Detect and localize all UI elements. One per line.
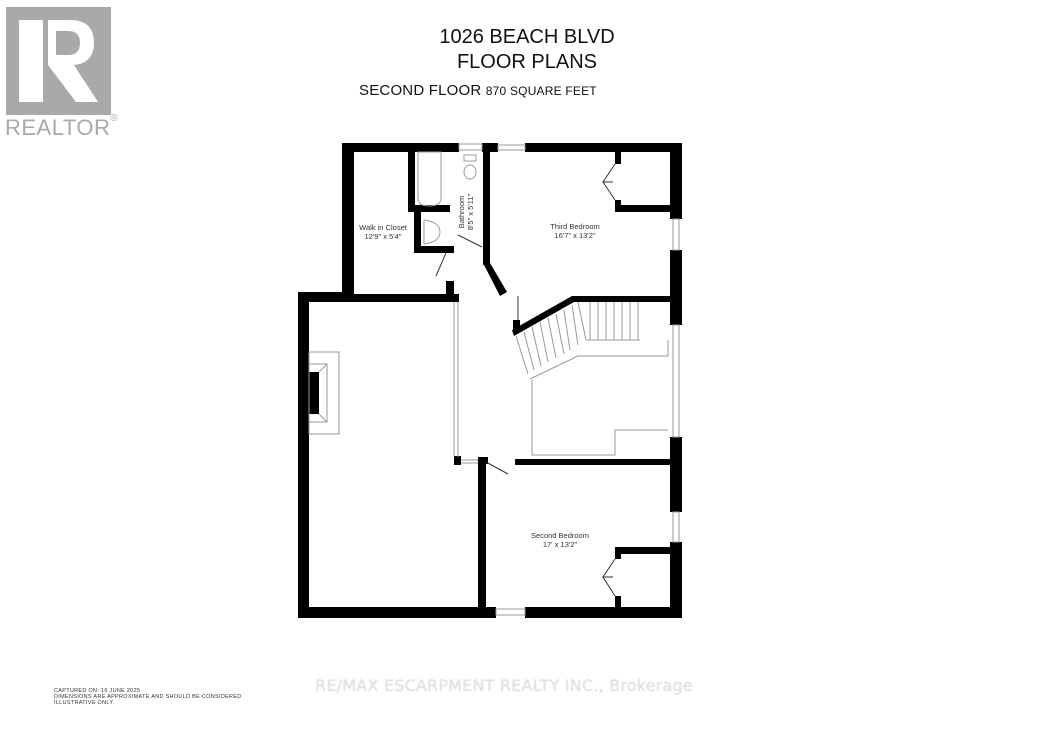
area-label: 870 SQUARE FEET <box>485 84 597 98</box>
wall-stair-jamb <box>513 320 520 332</box>
wall-hall-post <box>454 456 461 465</box>
bathtub-icon <box>417 151 442 207</box>
wall-second-bedroom-top <box>515 459 675 465</box>
doors <box>435 163 616 597</box>
window-bath-top <box>458 143 483 151</box>
room-dims-third-bedroom: 16'7" x 13'2" <box>554 231 595 240</box>
stair-tread <box>515 335 529 375</box>
wall-bottom-right <box>525 607 682 618</box>
stair-tread <box>563 309 571 351</box>
realtor-wordmark: REALTOR® <box>5 113 119 141</box>
brokerage-watermark: RE/MAX ESCARPMENT REALTY INC., Brokerage <box>315 676 693 695</box>
sink-icon <box>423 219 441 245</box>
wall-tub-left <box>408 152 415 207</box>
stair-tread <box>577 301 587 341</box>
wall-sink-left <box>414 212 421 252</box>
stair-tread <box>539 321 549 363</box>
wall-tub-bottom <box>408 205 450 212</box>
room-name-third-bedroom: Third Bedroom <box>550 222 600 231</box>
room-name-bathroom: Bathroom <box>457 196 466 229</box>
door-closet <box>435 252 447 277</box>
toilet-tank <box>463 154 477 162</box>
wall-living-top-left <box>298 292 354 302</box>
realtor-wordmark-text: REALTOR <box>5 115 111 140</box>
disclaimer-line-1: DIMENSIONS ARE APPROXIMATE AND SHOULD BE… <box>54 694 242 700</box>
room-dims-second-bedroom: 17' x 13'2" <box>543 540 578 549</box>
wall-closet2-top <box>615 547 675 554</box>
wall-right-lower <box>670 542 682 618</box>
wall-sink-bottom <box>414 246 454 253</box>
wall-closet-jamb-top <box>615 152 621 164</box>
wall-closet3-bottom <box>615 205 675 212</box>
captured-date: CAPTURED ON: 16 JUNE 2025 <box>54 688 141 694</box>
wall-closet-door-jamb <box>446 281 454 301</box>
stair-landing-edge <box>529 355 668 380</box>
fireplace-firebox <box>309 372 319 414</box>
room-name-walk-in-closet: Walk in Closet <box>359 223 408 232</box>
wall-closet2-jamb-bottom <box>615 596 621 608</box>
stair-tread <box>555 313 565 355</box>
stair-tread <box>523 331 535 371</box>
window-bedroom3-top <box>497 144 526 151</box>
disclaimer-line-2: ILLUSTRATIVE ONLY. <box>54 700 115 706</box>
exterior-walls <box>298 143 682 618</box>
wall-bottom-left <box>298 607 496 618</box>
floor-plans-title: FLOOR PLANS <box>456 51 598 73</box>
wall-right-middle <box>670 437 682 512</box>
fireplace-bevel-top <box>318 363 328 373</box>
stair-tread <box>547 317 557 359</box>
wall-third-bedroom-top <box>525 143 682 152</box>
wall-living-left <box>298 292 309 618</box>
door-bathroom <box>457 234 483 248</box>
floor-area-heading: SECOND FLOOR 870 SQUARE FEET <box>359 82 597 99</box>
wall-stair-top <box>512 296 672 336</box>
door-bedroom2 <box>485 461 509 475</box>
room-name-second-bedroom: Second Bedroom <box>531 531 589 540</box>
address-title: 1026 BEACH BLVD <box>439 26 615 48</box>
window-bedroom3-right <box>672 218 680 251</box>
fixtures <box>308 143 680 616</box>
window-bedroom2-bottom <box>495 608 526 616</box>
wall-third-bedroom-right-lower <box>670 250 682 325</box>
wall-third-bedroom-right-upper <box>670 143 682 219</box>
stair-tread <box>531 326 542 367</box>
registered-mark: ® <box>110 113 119 124</box>
window-bedroom2-right <box>672 511 680 543</box>
wall-closet-jamb-bottom <box>615 200 621 212</box>
wall-closet-left <box>342 143 354 301</box>
wall-second-bedroom-corner <box>478 457 488 464</box>
bathroom-label-group: Bathroom 8'5" x 5'11" <box>457 193 475 230</box>
window-stair-right <box>672 324 680 438</box>
room-dims-walk-in-closet: 12'9" x 5'4" <box>365 232 402 241</box>
staircase <box>515 301 640 375</box>
wall-bath-right <box>483 143 490 265</box>
interior-walls <box>309 143 675 618</box>
wall-closet-bottom <box>342 294 459 302</box>
toilet-icon <box>463 164 477 180</box>
fireplace-surround <box>308 363 328 423</box>
bifold-door-closet3 <box>602 163 616 201</box>
room-dims-bathroom: 8'5" x 5'11" <box>466 193 475 230</box>
wall-bath-angle <box>483 263 507 296</box>
wall-closet2-jamb-top <box>615 547 621 559</box>
wall-closet-top <box>342 143 459 152</box>
bifold-door-closet2 <box>602 558 616 597</box>
capture-disclaimer: CAPTURED ON: 16 JUNE 2025 DIMENSIONS ARE… <box>54 688 242 706</box>
stair-tread <box>571 304 579 346</box>
realtor-logo-icon <box>6 7 111 115</box>
wall-second-bedroom-left <box>478 457 486 618</box>
floor-label: SECOND FLOOR <box>359 82 482 99</box>
stair-railing <box>531 380 668 456</box>
fireplace-bevel-bottom <box>318 413 328 423</box>
